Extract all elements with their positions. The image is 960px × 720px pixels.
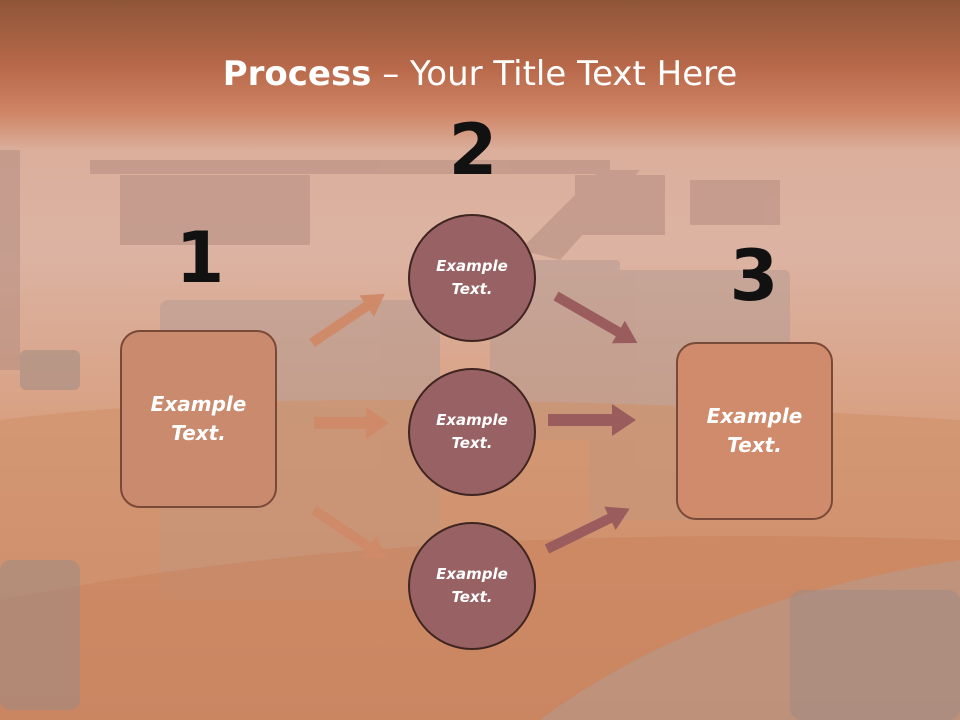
step-number-2: 2 [448,109,498,191]
step-2-circle-middle: Example Text. [408,368,536,496]
slide-title: Process – Your Title Text Here [0,52,960,96]
step-2-circle-top: Example Text. [408,214,536,342]
circle-middle-text: Example Text. [436,411,508,452]
arrow-left-to-top [309,293,385,348]
step-number-1: 1 [175,217,225,299]
arrow-left-to-bottom [311,505,387,560]
arrow-left-to-middle [314,407,389,439]
step-number-3: 3 [729,235,779,317]
step-1-box-text: Example Text. [150,392,247,445]
step-1-box: Example Text. [120,330,277,508]
title-rest-part: – Your Title Text Here [371,54,738,94]
step-3-box: Example Text. [676,342,833,520]
arrow-top-to-right [553,291,638,344]
arrow-middle-to-right [548,404,636,436]
circle-bottom-text: Example Text. [436,565,508,606]
title-bold-part: Process [222,54,372,94]
arrow-bottom-to-right [544,506,630,554]
title-band [0,0,960,150]
step-3-box-text: Example Text. [706,404,803,457]
circle-top-text: Example Text. [436,257,508,298]
step-2-circle-bottom: Example Text. [408,522,536,650]
